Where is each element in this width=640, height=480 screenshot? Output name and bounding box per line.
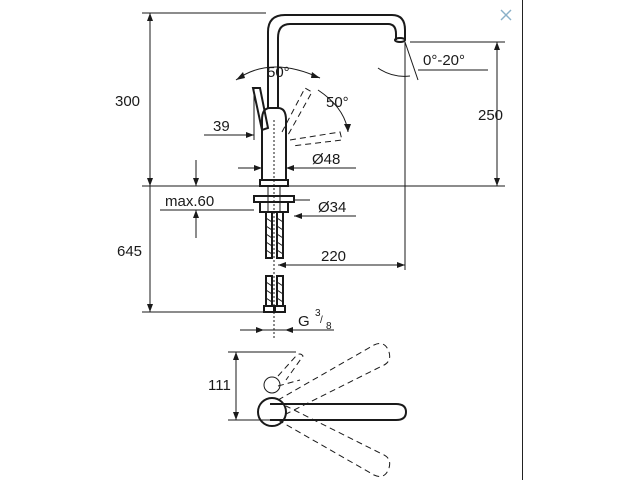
close-icon-glyph [500, 9, 512, 21]
plan-body [257, 397, 287, 427]
tilt-label: 0°-20° [423, 52, 465, 69]
mount-nut [259, 201, 289, 213]
tilt-line [404, 41, 419, 81]
dim-39-label: 39 [213, 118, 230, 135]
plan-spout-rot-up [277, 343, 391, 415]
dim-645-label: 645 [117, 243, 142, 260]
plan-spout [270, 403, 408, 421]
thread-slash: / [320, 315, 323, 326]
dim-300-label: 300 [115, 93, 140, 110]
plan-lever-line [277, 379, 301, 387]
lever-horizontal [289, 131, 343, 147]
tilt-arc [377, 67, 411, 77]
thread-g-label: G [298, 313, 310, 330]
dim-34-label: Ø34 [318, 199, 346, 216]
lever-tilt-right [281, 87, 313, 136]
spout-inner [277, 23, 397, 108]
dim-250-label: 250 [478, 107, 503, 124]
spout-outlet [394, 37, 406, 43]
hoses-upper [265, 211, 284, 259]
dim-60-label: max.60 [165, 193, 214, 210]
plan-lever-rot [277, 353, 304, 381]
thread-num-label: 3 [315, 308, 321, 319]
angle-top-label: 50° [267, 64, 290, 81]
dim-48-label: Ø48 [312, 151, 340, 168]
angle-right-label: 50° [326, 94, 349, 111]
dim-220-label: 220 [321, 248, 346, 265]
lever-upright [251, 87, 270, 132]
plan-lever-knob [263, 376, 281, 394]
sheet-border [522, 0, 523, 480]
thread-den-label: 8 [326, 321, 332, 332]
close-icon[interactable] [497, 6, 515, 24]
spout-outer [267, 14, 406, 108]
dim-111-label: 111 [208, 377, 231, 394]
plan-spout-rot-down [277, 405, 391, 477]
